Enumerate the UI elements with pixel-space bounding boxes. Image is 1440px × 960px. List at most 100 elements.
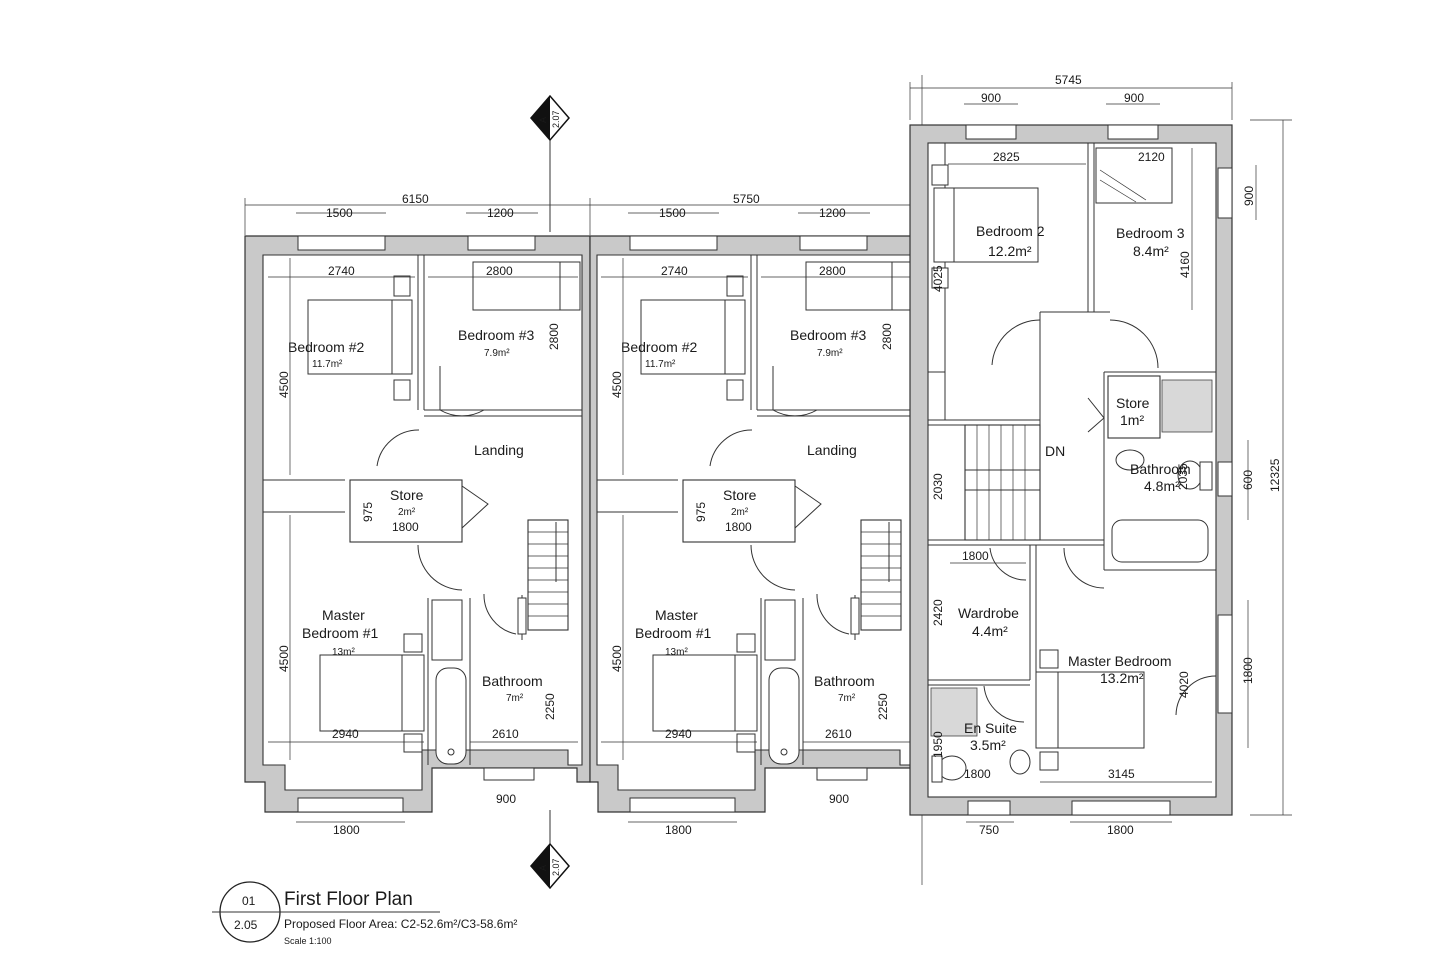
section-marker-top: A 2.07 <box>530 94 570 232</box>
u2-bed2-name: Bedroom #2 <box>621 339 697 355</box>
u3-store-area: 1m² <box>1120 412 1144 428</box>
u3-top-window-left <box>965 124 1017 140</box>
u1-dim-rear-win-l: 1800 <box>333 823 360 837</box>
u1-dim-store-w: 1800 <box>392 520 419 534</box>
sheet-reference: 2.05 <box>234 918 258 932</box>
u3-dim-side-win-top: 900 <box>1242 186 1256 206</box>
u3-bath-name: Bathroom <box>1130 461 1191 477</box>
u2-dim-master-d: 4500 <box>610 645 624 672</box>
u2-bed2-area: 11.7m² <box>645 359 676 370</box>
u1-master-name2: Bedroom #1 <box>302 625 378 641</box>
u2-dim-store-d: 975 <box>694 502 708 522</box>
unit-3 <box>909 124 1233 816</box>
section-top-letter: A <box>538 117 548 123</box>
u3-dim-wardrobe-d: 2420 <box>931 599 945 626</box>
u2-dim-bed3-w: 2800 <box>819 264 846 278</box>
u1-store-name: Store <box>390 487 424 503</box>
u3-bath-basin <box>1115 449 1145 471</box>
u3-side-window-low <box>1217 614 1233 714</box>
u2-dim-bed2-d: 4500 <box>610 371 624 398</box>
u1-bed3-area: 7.9m² <box>484 348 510 359</box>
u3-dim-bed2-w: 2825 <box>993 150 1020 164</box>
u1-dim-win-front-l: 1500 <box>326 206 353 220</box>
u1-rear-window-left <box>297 797 404 813</box>
u2-master-name1: Master <box>655 607 698 623</box>
drawing-number: 01 <box>242 894 256 908</box>
u3-ensuite-name: En Suite <box>964 720 1017 736</box>
u3-bed3-name: Bedroom 3 <box>1116 225 1185 241</box>
u3-dim-rear-win-r: 1800 <box>1107 823 1134 837</box>
u1-master-name1: Master <box>322 607 365 623</box>
u2-dim-win-front-l: 1500 <box>659 206 686 220</box>
u3-dim-top-win-r: 900 <box>1124 91 1144 105</box>
section-bottom-letter: A <box>538 865 548 871</box>
unit-3-labels: Bedroom 2 12.2m² Bedroom 3 8.4m² Store 1… <box>931 91 1257 837</box>
u3-master-name: Master Bedroom <box>1068 653 1171 669</box>
u2-bath-name: Bathroom <box>814 673 875 689</box>
u2-dim-bed2-w: 2740 <box>661 264 688 278</box>
u2-dim-rear-win-l: 1800 <box>665 823 692 837</box>
u3-rear-window-left <box>967 800 1011 816</box>
u2-store-name: Store <box>723 487 757 503</box>
u1-bed2-name: Bedroom #2 <box>288 339 364 355</box>
u2-store-area: 2m² <box>731 507 749 518</box>
u3-dim-master-d: 4020 <box>1177 671 1191 698</box>
u2-master-name2: Bedroom #1 <box>635 625 711 641</box>
u3-top-window-right <box>1107 124 1159 140</box>
u3-master-area: 13.2m² <box>1100 670 1144 686</box>
unit-2-labels: Bedroom #2 11.7m² Bedroom #3 7.9m² Landi… <box>601 206 910 837</box>
u2-dim-bed3-d: 2800 <box>880 323 894 350</box>
u3-dim-bed3-d: 4160 <box>1178 251 1192 278</box>
u2-dim-store-w: 1800 <box>725 520 752 534</box>
u1-stair-treads <box>528 522 568 617</box>
u3-dim-top-win-l: 900 <box>981 91 1001 105</box>
unit-2 <box>589 235 915 813</box>
u2-rear-window-left <box>629 797 736 813</box>
u2-front-window-left <box>629 235 718 251</box>
u3-bed2-name: Bedroom 2 <box>976 223 1045 239</box>
u1-dim-bed2-w: 2740 <box>328 264 355 278</box>
u1-front-window-right <box>467 235 536 251</box>
u1-dim-bed3-w: 2800 <box>486 264 513 278</box>
u1-dim-master-d: 4500 <box>277 645 291 672</box>
u2-bed3-area: 7.9m² <box>817 348 843 359</box>
drawing-scale: Scale 1:100 <box>284 936 332 946</box>
u1-dim-bath-d: 2250 <box>543 693 557 720</box>
u1-bed3-name: Bedroom #3 <box>458 327 534 343</box>
u2-bath <box>768 667 800 765</box>
u1-dim-master-w: 2940 <box>332 727 359 741</box>
u3-stairs-label: DN <box>1045 443 1065 459</box>
u2-stair-treads <box>861 522 901 617</box>
drawing-title: First Floor Plan <box>284 889 413 910</box>
u2-dim-win-front-r: 1200 <box>819 206 846 220</box>
unit2-overall-width: 5750 <box>733 192 760 206</box>
u3-ensuite-basin <box>1009 749 1031 775</box>
u1-rear-window-right <box>483 767 535 781</box>
u3-dim-landing-d: 2030 <box>931 473 945 500</box>
u3-bed3-area: 8.4m² <box>1133 243 1169 259</box>
u3-dim-rear-win-l: 750 <box>979 823 999 837</box>
u1-dim-bed2-d: 4500 <box>277 371 291 398</box>
title-block: 01 2.05 First Floor Plan Proposed Floor … <box>212 881 517 946</box>
section-marker-bottom: A 2.07 <box>530 810 570 890</box>
u2-dim-bath-w: 2610 <box>825 727 852 741</box>
u3-ensuite-area: 3.5m² <box>970 737 1006 753</box>
u3-bath-tile <box>1161 379 1213 433</box>
u3-dim-wardrobe-w: 1800 <box>962 549 989 563</box>
unit3-overall-width: 5745 <box>1055 73 1082 87</box>
u1-bath-area: 7m² <box>506 693 524 704</box>
u3-rear-window-right <box>1071 800 1171 816</box>
u3-side-window-mid <box>1217 461 1233 497</box>
u2-rear-window-right <box>816 767 868 781</box>
u1-dim-store-d: 975 <box>361 502 375 522</box>
u1-dim-bed3-d: 2800 <box>547 323 561 350</box>
u3-dim-bed2-d: 4025 <box>931 265 945 292</box>
u1-front-window-left <box>297 235 386 251</box>
unit3-overall-depth: 12325 <box>1268 458 1282 492</box>
u3-dim-ensuite-d: 1950 <box>931 731 945 758</box>
u1-store-area: 2m² <box>398 507 416 518</box>
u2-dim-rear-win-r: 900 <box>829 792 849 806</box>
u3-dim-master-w: 3145 <box>1108 767 1135 781</box>
u3-stair-treads <box>965 425 1040 540</box>
unit-1 <box>244 235 591 813</box>
